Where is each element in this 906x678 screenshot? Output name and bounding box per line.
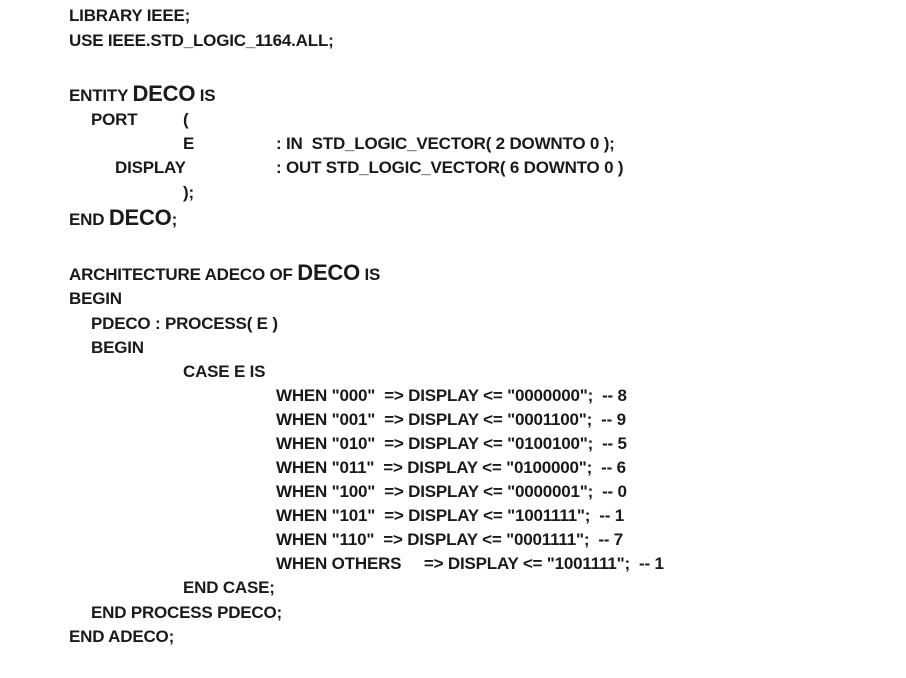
port-close-paren: );	[183, 183, 194, 202]
port-open-paren: (	[183, 110, 189, 129]
when-line: WHEN "110" => DISPLAY <= "0001111"; -- 7	[276, 530, 624, 549]
end-semicolon: ;	[171, 210, 178, 229]
process-begin: BEGIN	[91, 338, 144, 357]
when-line: WHEN "011" => DISPLAY <= "0100000"; -- 6	[276, 458, 626, 477]
process-header: PDECO : PROCESS( E )	[91, 314, 278, 333]
architecture-begin: BEGIN	[69, 289, 122, 308]
end-case: END CASE;	[183, 578, 275, 597]
port-e-name: E	[183, 134, 195, 153]
entity-keyword: ENTITY	[69, 86, 133, 105]
architecture-entity-ref: DECO	[297, 260, 361, 285]
when-line: WHEN "101" => DISPLAY <= "1001111"; -- 1	[276, 506, 624, 525]
when-line: WHEN "100" => DISPLAY <= "0000001"; -- 0	[276, 482, 627, 501]
when-others-line: WHEN OTHERS => DISPLAY <= "1001111"; -- …	[276, 554, 664, 573]
architecture-prefix: ARCHITECTURE ADECO OF	[69, 265, 298, 284]
use-statement: USE IEEE.STD_LOGIC_1164.ALL;	[69, 31, 334, 50]
when-line: WHEN "000" => DISPLAY <= "0000000"; -- 8	[276, 386, 627, 405]
architecture-is-keyword: IS	[360, 265, 381, 284]
entity-is-keyword: IS	[195, 86, 216, 105]
port-e-declaration: : IN STD_LOGIC_VECTOR( 2 DOWNTO 0 );	[276, 134, 615, 153]
port-display-name: DISPLAY	[115, 158, 186, 177]
port-display-declaration: : OUT STD_LOGIC_VECTOR( 6 DOWNTO 0 )	[276, 158, 624, 177]
case-header: CASE E IS	[183, 362, 266, 381]
when-line: WHEN "010" => DISPLAY <= "0100100"; -- 5	[276, 434, 627, 453]
end-architecture: END ADECO;	[69, 627, 175, 646]
end-process: END PROCESS PDECO;	[91, 603, 282, 622]
entity-header: ENTITY DECO IS	[69, 81, 216, 106]
end-keyword: END	[69, 210, 109, 229]
architecture-header: ARCHITECTURE ADECO OF DECO IS	[69, 260, 381, 285]
library-statement: LIBRARY IEEE;	[69, 6, 191, 25]
entity-end: END DECO;	[69, 205, 178, 230]
port-keyword: PORT	[91, 110, 138, 129]
entity-end-name: DECO	[108, 205, 172, 230]
entity-name: DECO	[132, 81, 196, 106]
when-line: WHEN "001" => DISPLAY <= "0001100"; -- 9	[276, 410, 626, 429]
